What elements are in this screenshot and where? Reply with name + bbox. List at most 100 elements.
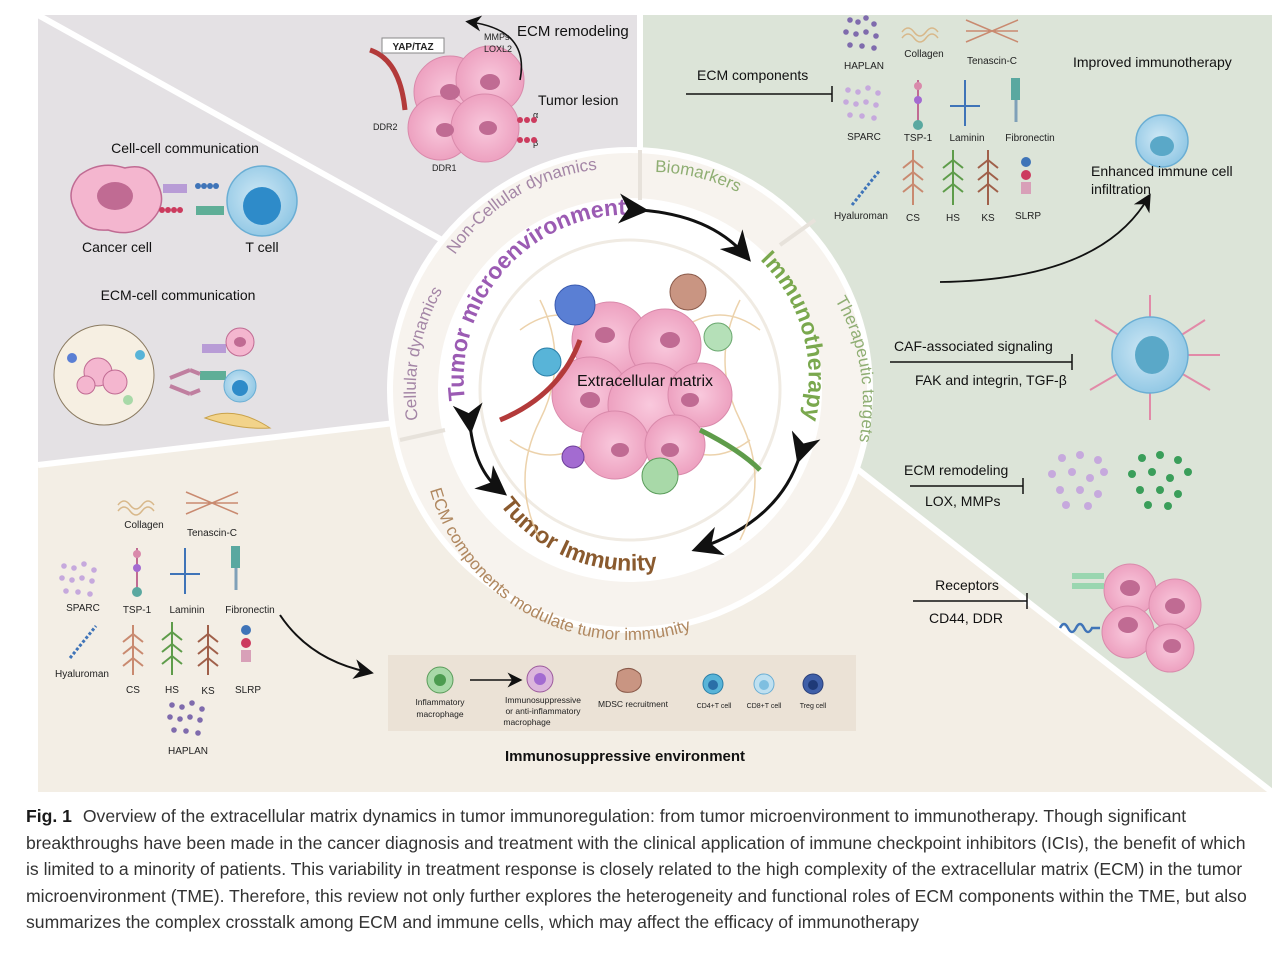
tsp1-icon — [913, 80, 923, 130]
fibronectin-label-2: Fibronectin — [225, 605, 274, 616]
receptor-bar — [163, 184, 187, 193]
hyaluroman-icon — [68, 625, 98, 659]
collagen-icon — [901, 27, 939, 43]
collagen-label: Collagen — [904, 49, 943, 60]
cd4-icon — [702, 673, 724, 695]
right-panel: ECM components HAPLAN Collagen Tenascin-… — [686, 15, 1233, 673]
immunosuppressive-label-3: macrophage — [503, 717, 551, 727]
immunosuppressive-macrophage-icon — [526, 665, 554, 693]
panel-divider — [818, 437, 1274, 795]
haplan-dots-icon — [843, 15, 879, 51]
tsp1-icon — [132, 548, 142, 597]
haplan-label: HAPLAN — [844, 61, 884, 72]
loxl2-label: LOXL2 — [484, 44, 512, 54]
center-label: Extracellular matrix — [577, 373, 713, 390]
double-arrow — [452, 402, 508, 496]
sparc-dots-icon — [59, 561, 97, 597]
cd4-label: CD4+T cell — [697, 703, 732, 710]
hs-label-2: HS — [165, 685, 179, 696]
receptors-label: Receptors — [935, 577, 999, 593]
cd8-label: CD8+T cell — [747, 703, 782, 710]
immuno-box-title: Immunosuppressive environment — [505, 748, 745, 765]
ddr1-label: DDR1 — [432, 163, 457, 173]
cd44-label: CD44, DDR — [929, 610, 1003, 626]
ligand-chain — [159, 207, 183, 213]
antibody-shape — [169, 368, 201, 396]
tsp1-label-2: TSP-1 — [123, 605, 152, 616]
inflammatory-label-1: Inflammatory — [415, 697, 465, 707]
slrp-label: SLRP — [1015, 211, 1041, 222]
cancer-cell-small — [225, 327, 255, 357]
green-dots-icon — [1128, 451, 1192, 510]
inflammatory-label-2: macrophage — [416, 709, 464, 719]
double-arrow — [691, 430, 821, 556]
purple-dots-icon — [1048, 451, 1108, 510]
hs-icon — [161, 622, 183, 675]
flow-arrow — [279, 614, 374, 679]
tumor-lesion-label: Tumor lesion — [538, 92, 618, 108]
treg-label: Treg cell — [800, 703, 827, 710]
ecm-remodeling-right-label: ECM remodeling — [904, 462, 1008, 478]
integrin-receptor — [517, 117, 537, 143]
lox-label: LOX, MMPs — [925, 493, 1000, 509]
top-tumor-lesion: YAP/TAZ ECM remodeling MMPs LOXL2 Tumor … — [369, 15, 629, 173]
receptor-bar — [200, 371, 226, 380]
ddr-coil-icon — [1058, 622, 1100, 634]
laminin-icon — [950, 80, 980, 126]
hyaluroman-label-2: Hyaluroman — [55, 669, 109, 680]
ring-divider — [778, 218, 817, 247]
ks-label: KS — [981, 213, 995, 224]
nerve-fiber — [698, 427, 762, 472]
brown-cell — [669, 273, 707, 311]
ks-label-2: KS — [201, 686, 215, 697]
slrp-label-2: SLRP — [235, 685, 261, 696]
tenascin-label-2: Tenascin-C — [187, 528, 237, 539]
fibronectin-icon — [1011, 78, 1020, 122]
ks-icon — [197, 625, 219, 675]
fak-label: FAK and integrin, TGF-β — [915, 372, 1067, 388]
cd8-icon — [753, 673, 775, 695]
caption-text: Overview of the extracellular matrix dyn… — [26, 806, 1247, 932]
figure-number: Fig. 1 — [26, 806, 72, 826]
remodeling-arrow — [465, 15, 523, 81]
cancer-cell-icon — [70, 164, 163, 234]
mmps-label: MMPs — [484, 32, 510, 42]
green-cell — [641, 457, 679, 495]
yap-taz-label: YAP/TAZ — [392, 42, 433, 53]
beta-label: β — [533, 138, 538, 148]
t-cell-label: T cell — [245, 239, 278, 255]
tenascin-icon — [965, 19, 1019, 43]
ecm-cell-title: ECM-cell communication — [101, 287, 256, 303]
collagen-icon — [117, 500, 155, 516]
alpha-label: α — [533, 110, 538, 120]
caf-label: CAF-associated signaling — [894, 338, 1053, 354]
purple-cell — [561, 445, 585, 469]
blood-vessel — [369, 47, 408, 111]
hyaluroman-label: Hyaluroman — [834, 211, 888, 222]
bottom-left-panel: Collagen Tenascin-C SPARC TSP-1 Laminin … — [55, 491, 374, 757]
blood-vessel — [499, 339, 583, 423]
immuno-box-bg — [388, 655, 856, 731]
ecm-circle-icon — [53, 324, 155, 426]
receptor-bar — [1072, 573, 1104, 579]
sparc-label: SPARC — [847, 132, 881, 143]
yap-taz-box — [381, 37, 445, 54]
tumor-cells-icon — [1101, 563, 1202, 673]
mdsc-label: MDSC recruitment — [598, 699, 669, 709]
laminin-label-2: Laminin — [169, 605, 204, 616]
immunosuppressive-label-2: or anti-inflammatory — [505, 706, 581, 716]
cs-label: CS — [906, 213, 920, 224]
blue-cell — [554, 284, 596, 326]
center-tumor-illustration: Extracellular matrix — [499, 273, 762, 541]
ring-arrows — [452, 193, 821, 556]
slrp-icon — [241, 625, 251, 662]
t-cell-icon — [226, 165, 298, 237]
treg-icon — [802, 673, 824, 695]
caf-cell-icon — [1089, 295, 1220, 420]
cancer-cell-label: Cancer cell — [82, 239, 152, 255]
left-panel: Cell-cell communication Cancer cell T ce… — [53, 140, 298, 429]
fibronectin-label: Fibronectin — [1005, 133, 1054, 144]
panel-divider — [37, 417, 421, 468]
hyaluroman-icon — [850, 169, 882, 206]
tenascin-icon — [185, 491, 239, 515]
